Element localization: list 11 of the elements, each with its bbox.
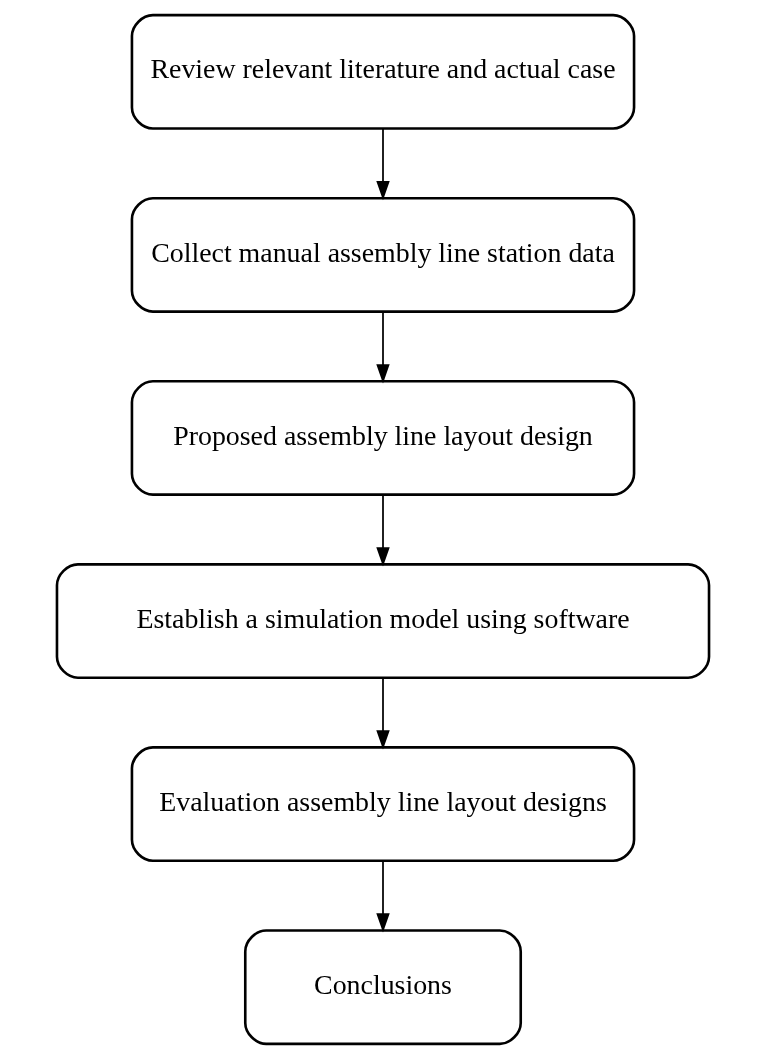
node-box: Proposed assembly line layout design: [130, 380, 635, 496]
arrow: [375, 677, 390, 750]
node-box: Establish a simulation model using software: [55, 563, 710, 679]
arrow: [375, 311, 390, 384]
node-box: Review relevant literature and actual case: [130, 13, 635, 130]
node-box: Conclusions: [243, 929, 522, 1046]
arrow: [375, 860, 390, 933]
arrow: [375, 128, 390, 201]
arrow: [375, 494, 390, 567]
node-box: Evaluation assembly line layout designs: [130, 746, 635, 863]
node-box: Collect manual assembly line station data: [130, 196, 635, 313]
